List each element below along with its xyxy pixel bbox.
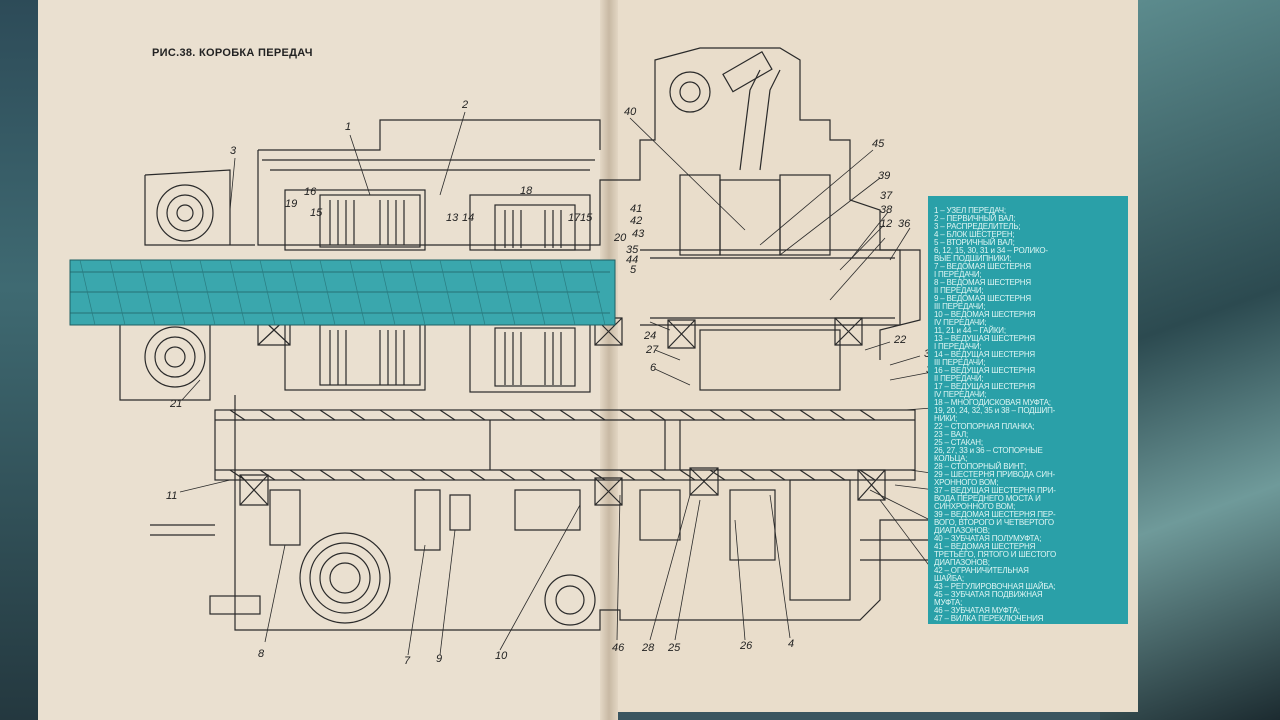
callout-label: 5 bbox=[630, 264, 637, 276]
legend-item: 2 – ПЕРВИЧНЫЙ ВАЛ; bbox=[934, 214, 1016, 223]
legend-item: ХРОННОГО ВОМ; bbox=[934, 478, 999, 487]
callout-label: 8 bbox=[258, 648, 265, 660]
legend-item: 37 – ВЕДУЩАЯ ШЕСТЕРНЯ ПРИ- bbox=[934, 486, 1056, 495]
legend-item: 28 – СТОПОРНЫЙ ВИНТ; bbox=[934, 462, 1027, 471]
callout-label: 14 bbox=[462, 212, 475, 224]
callout-label: 15 bbox=[310, 207, 323, 219]
legend-item: 4 – БЛОК ШЕСТЕРЕН; bbox=[934, 230, 1015, 239]
legend-item: НИКИ; bbox=[934, 414, 958, 423]
callout-label: 1 bbox=[345, 121, 352, 133]
callout-label: 18 bbox=[520, 185, 533, 197]
legend-item: 1 – УЗЕЛ ПЕРЕДАЧ; bbox=[934, 206, 1006, 215]
legend-item: СИНХРОННОГО ВОМ; bbox=[934, 502, 1016, 511]
callout-label: 27 bbox=[646, 344, 659, 356]
callout-label: 9 bbox=[436, 653, 443, 665]
legend-item: I ПЕРЕДАЧИ; bbox=[934, 270, 982, 279]
legend-item: 45 – ЗУБЧАТАЯ ПОДВИЖНАЯ bbox=[934, 590, 1043, 599]
legend-item: 41 – ВЕДОМАЯ ШЕСТЕРНЯ bbox=[934, 542, 1036, 551]
callout-label: 21 bbox=[170, 398, 183, 410]
legend-item: 26, 27, 33 и 36 – СТОПОРНЫЕ bbox=[934, 446, 1043, 455]
legend-item: ДИАПАЗОНОВ; bbox=[934, 558, 990, 567]
legend-item: 14 – ВЕДУЩАЯ ШЕСТЕРНЯ bbox=[934, 350, 1035, 359]
legend-item: 13 – ВЕДУЩАЯ ШЕСТЕРНЯ bbox=[934, 334, 1035, 343]
callout-label: 44 bbox=[626, 254, 639, 266]
legend-item: 22 – СТОПОРНАЯ ПЛАНКА; bbox=[934, 422, 1035, 431]
callout-label: 22 bbox=[894, 334, 907, 346]
legend-item: 18 – МНОГОДИСКОВАЯ МУФТА; bbox=[934, 398, 1051, 407]
legend-item: 3 – РАСПРЕДЕЛИТЕЛЬ; bbox=[934, 222, 1021, 231]
callout-label: 39 bbox=[878, 170, 891, 182]
callout-label: 11 bbox=[166, 490, 178, 502]
legend-item: II ПЕРЕДАЧИ; bbox=[934, 286, 984, 295]
callout-label: 4 bbox=[788, 638, 795, 650]
legend-item: КОЛЬЦА; bbox=[934, 454, 968, 463]
callout-label: 19 bbox=[285, 198, 298, 210]
legend-item: III ПЕРЕДАЧИ; bbox=[934, 302, 986, 311]
legend-item: 43 – РЕГУЛИРОВОЧНАЯ ШАЙБА; bbox=[934, 582, 1056, 591]
legend-item: 42 – ОГРАНИЧИТЕЛЬНАЯ bbox=[934, 566, 1029, 575]
callout-label: 2 bbox=[462, 99, 469, 111]
legend-item: МУФТА; bbox=[934, 598, 963, 607]
callout-label: 12 bbox=[880, 218, 893, 230]
callout-label: 40 bbox=[624, 106, 637, 118]
legend-item: 19, 20, 24, 32, 35 и 38 – ПОДШИП- bbox=[934, 406, 1056, 415]
callout-label: 38 bbox=[880, 204, 893, 216]
callout-label: 24 bbox=[644, 330, 657, 342]
legend-item: 8 – ВЕДОМАЯ ШЕСТЕРНЯ bbox=[934, 278, 1031, 287]
callout-label: 17 bbox=[568, 212, 581, 224]
legend-item: 39 – ВЕДОМАЯ ШЕСТЕРНЯ ПЕР- bbox=[934, 510, 1056, 519]
callout-label: 13 bbox=[446, 212, 459, 224]
legend-item: 11, 21 и 44 – ГАЙКИ; bbox=[934, 326, 1006, 335]
legend-item: 29 – ШЕСТЕРНЯ ПРИВОДА СИН- bbox=[934, 470, 1056, 479]
callout-label: 28 bbox=[642, 642, 655, 654]
callout-label: 7 bbox=[404, 655, 411, 667]
legend-item: 25 – СТАКАН; bbox=[934, 438, 983, 447]
callout-label: 15 bbox=[580, 212, 593, 224]
callout-label: 16 bbox=[304, 186, 317, 198]
legend-item: 6, 12, 15, 30, 31 и 34 – РОЛИКО- bbox=[934, 246, 1048, 255]
legend-item: IV ПЕРЕДАЧИ; bbox=[934, 390, 987, 399]
callout-label: 25 bbox=[668, 642, 681, 654]
callout-label: 43 bbox=[632, 228, 645, 240]
callout-label: 45 bbox=[872, 138, 885, 150]
callout-label: 37 bbox=[880, 190, 893, 202]
callout-label: 20 bbox=[614, 232, 627, 244]
legend-item: 17 – ВЕДУЩАЯ ШЕСТЕРНЯ bbox=[934, 382, 1035, 391]
callout-label: 41 bbox=[630, 203, 643, 215]
legend-item: ВОГО, ВТОРОГО И ЧЕТВЕРТОГО bbox=[934, 518, 1054, 527]
legend-item: ВОДА ПЕРЕДНЕГО МОСТА И bbox=[934, 494, 1041, 503]
legend-item: 46 – ЗУБЧАТАЯ МУФТА; bbox=[934, 606, 1020, 615]
primary-shaft-highlight bbox=[69, 259, 616, 326]
legend-item: ДИАПАЗОНОВ; bbox=[934, 526, 990, 535]
legend-item: IV ПЕРЕДАЧИ; bbox=[934, 318, 987, 327]
callout-label: 26 bbox=[740, 640, 753, 652]
legend-item: III ПЕРЕДАЧИ; bbox=[934, 358, 986, 367]
callout-label: 10 bbox=[495, 650, 508, 662]
legend-item: 40 – ЗУБЧАТАЯ ПОЛУМУФТА; bbox=[934, 534, 1042, 543]
legend-item: ВЫЕ ПОДШИПНИКИ; bbox=[934, 254, 1012, 263]
legend-panel: 1 – УЗЕЛ ПЕРЕДАЧ; 2 – ПЕРВИЧНЫЙ ВАЛ; 3 –… bbox=[928, 196, 1128, 624]
callout-label: 35 bbox=[626, 244, 639, 256]
callout-label: 3 bbox=[230, 145, 237, 157]
legend-item: II ПЕРЕДАЧИ; bbox=[934, 374, 984, 383]
legend-item: 10 – ВЕДОМАЯ ШЕСТЕРНЯ bbox=[934, 310, 1036, 319]
callout-label: 42 bbox=[630, 215, 643, 227]
legend-item: I ПЕРЕДАЧИ; bbox=[934, 342, 982, 351]
legend-item: 9 – ВЕДОМАЯ ШЕСТЕРНЯ bbox=[934, 294, 1031, 303]
callout-label: 6 bbox=[650, 362, 657, 374]
legend-item: 16 – ВЕДУЩАЯ ШЕСТЕРНЯ bbox=[934, 366, 1035, 375]
legend-item: 23 – ВАЛ; bbox=[934, 430, 969, 439]
legend-item: 47 – ВИЛКА ПЕРЕКЛЮЧЕНИЯ bbox=[934, 614, 1044, 623]
legend-item: 7 – ВЕДОМАЯ ШЕСТЕРНЯ bbox=[934, 262, 1031, 271]
callout-label: 36 bbox=[898, 218, 911, 230]
figure-title: РИС.38. КОРОБКА ПЕРЕДАЧ bbox=[152, 47, 313, 59]
legend-item: 5 – ВТОРИЧНЫЙ ВАЛ; bbox=[934, 238, 1015, 247]
legend-item: ШАЙБА; bbox=[934, 574, 964, 583]
callout-label: 46 bbox=[612, 642, 625, 654]
legend-item: ТРЕТЬЕГО, ПЯТОГО И ШЕСТОГО bbox=[934, 550, 1056, 559]
